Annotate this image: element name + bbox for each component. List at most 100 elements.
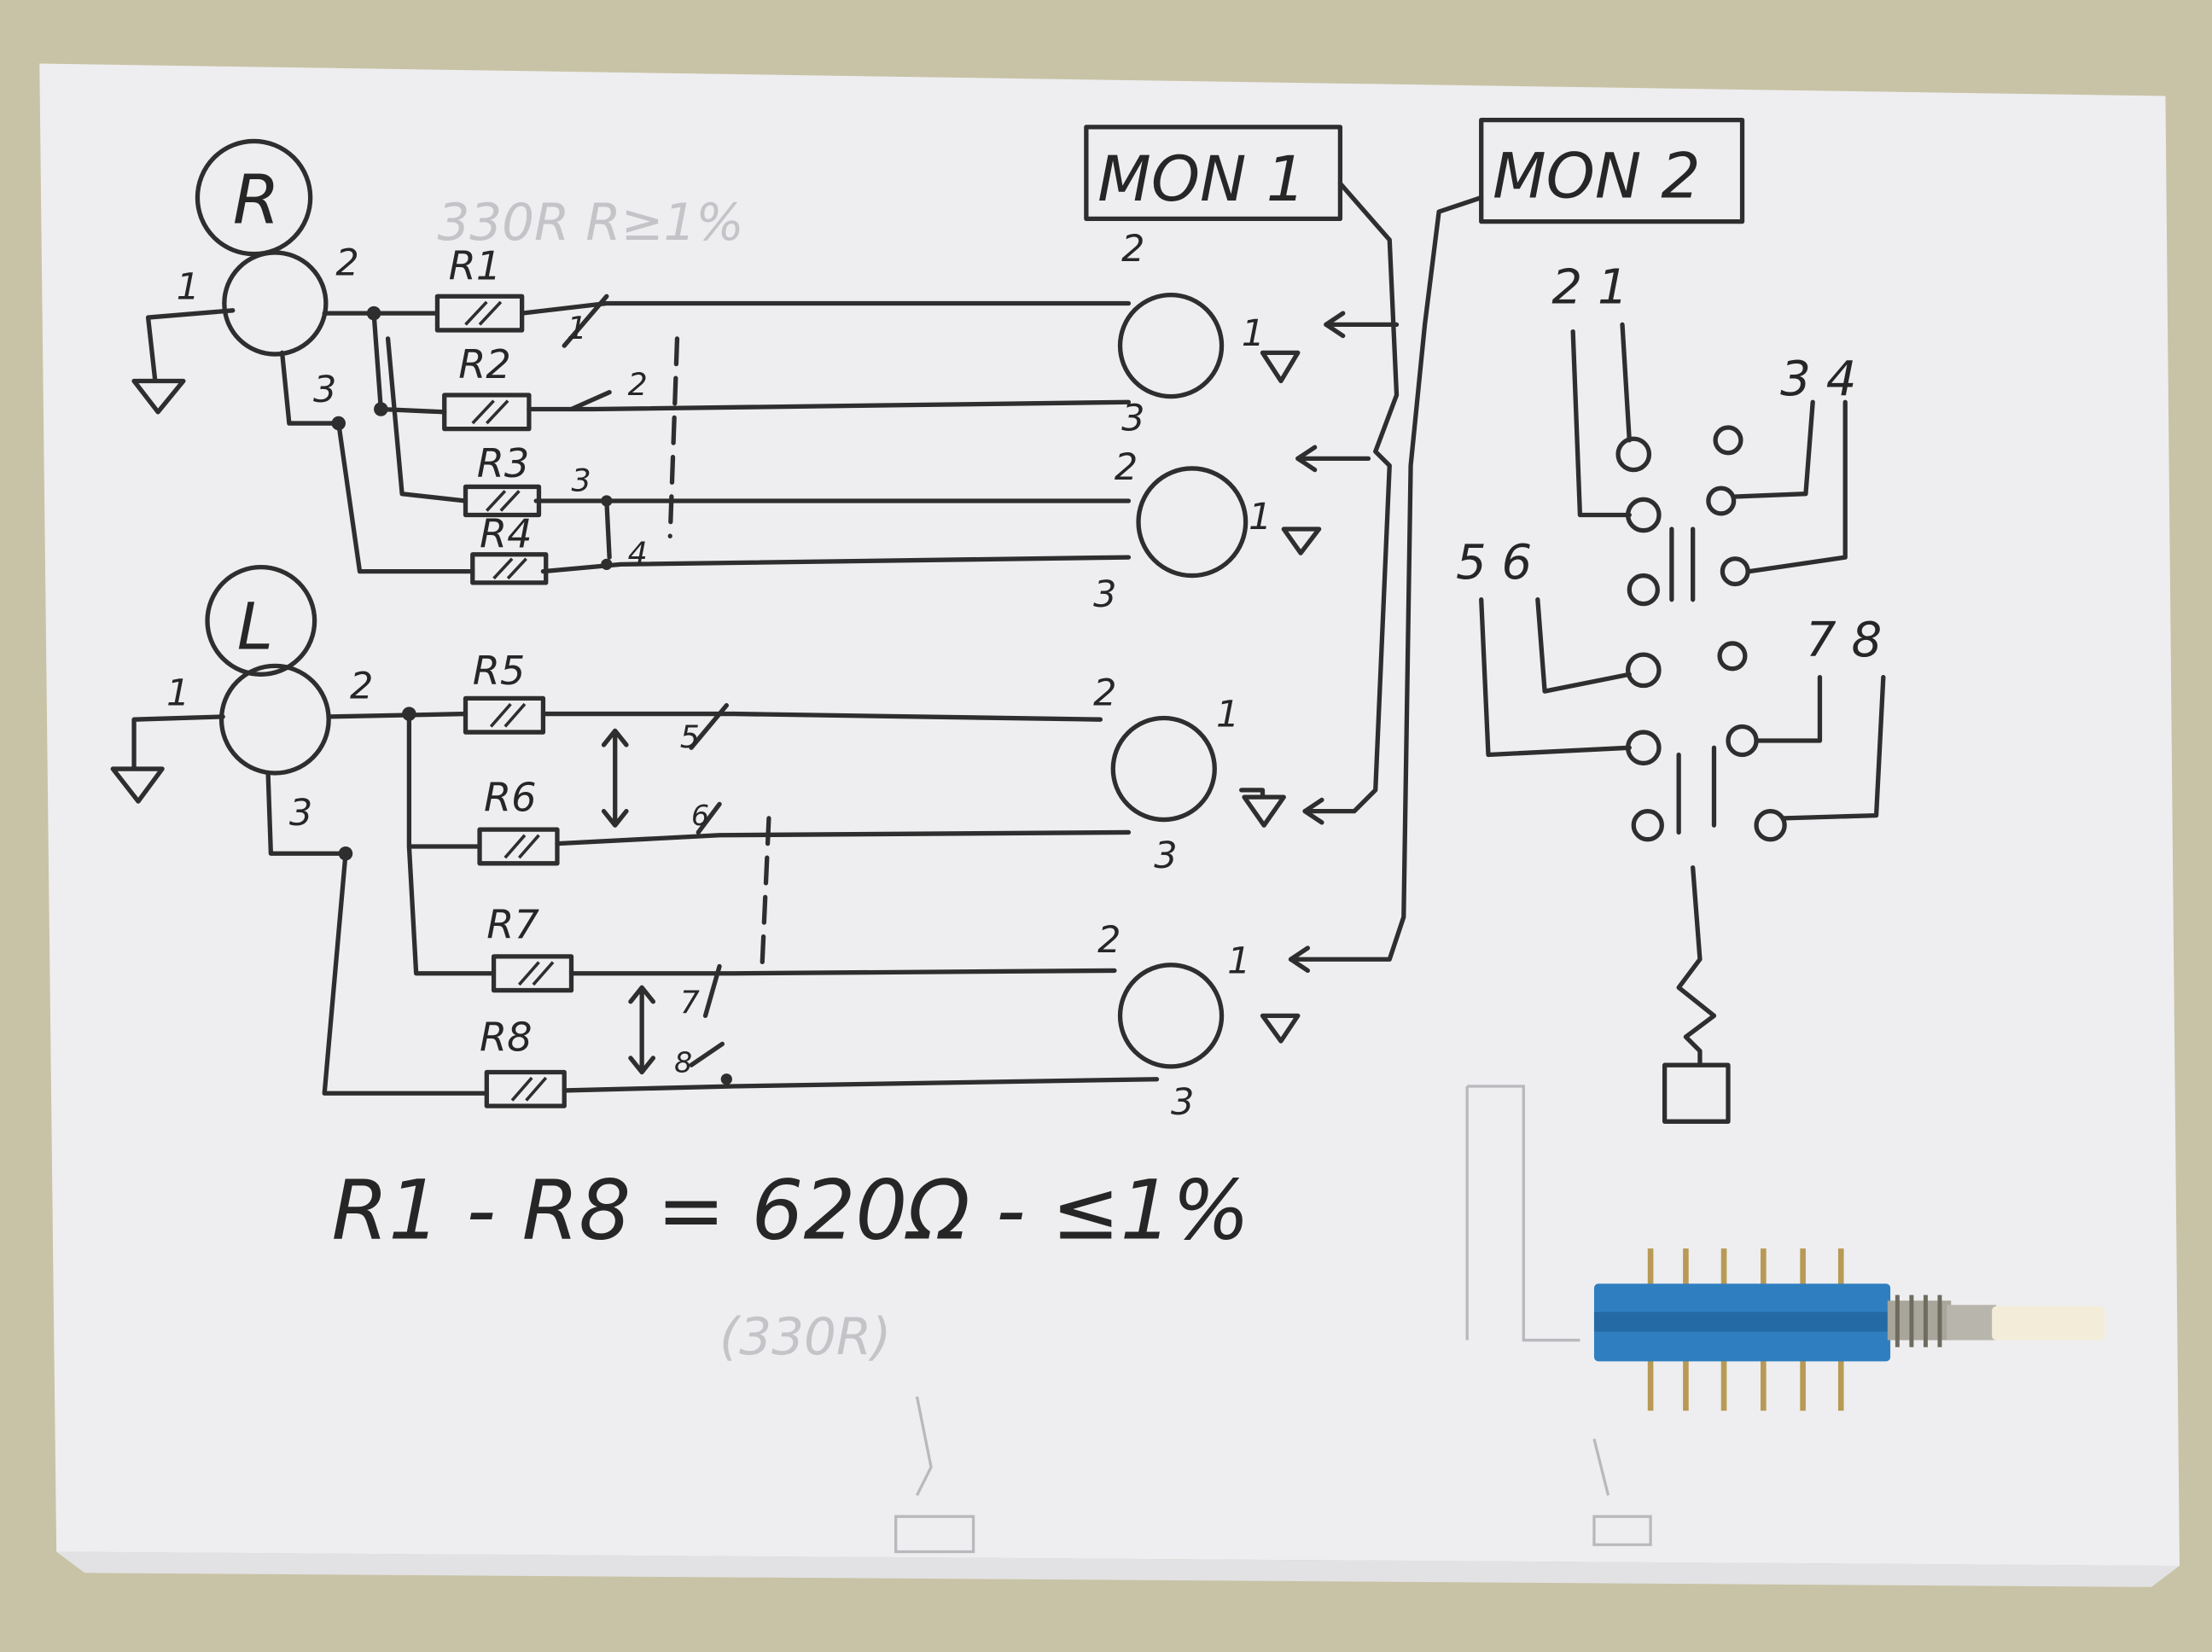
sketch-stroke (1479, 117, 1745, 224)
right-xlr-icon (222, 250, 329, 357)
sketch-stroke (1647, 1354, 1844, 1411)
label: R8 (480, 1015, 533, 1061)
ground-icon (1260, 350, 1301, 384)
label: 2 (628, 366, 648, 403)
resistor-r1: R1 (434, 242, 525, 333)
switch-pins (1647, 1248, 1844, 1411)
sketch-stroke (402, 707, 416, 721)
sketch-stroke (470, 552, 549, 585)
sketch-stroke (434, 294, 525, 333)
sketch-stroke (517, 961, 555, 986)
label: 8 (674, 1045, 692, 1079)
label: R3 (477, 440, 530, 486)
sketch-stroke (491, 954, 574, 993)
xlr-icon (1117, 963, 1225, 1069)
sketch-stroke (562, 294, 612, 560)
sketch-stroke (1669, 526, 1717, 835)
label: 2 (1097, 919, 1121, 962)
label: 7 8 (1806, 613, 1882, 668)
push-switch-component (1593, 1248, 2105, 1411)
label: R5 (473, 648, 526, 694)
sketch-stroke (510, 1076, 548, 1102)
label: R2 (458, 341, 511, 387)
switch-pinout: 2 1 3 4 5 6 7 8 (1456, 260, 1886, 1124)
sketch-stroke (519, 300, 1132, 574)
sketch-stroke (463, 695, 546, 735)
sketch-stroke (489, 702, 527, 728)
sketch-stroke (667, 336, 771, 976)
pin-label: 1 (166, 672, 189, 715)
label: 2 1 (1551, 260, 1627, 316)
label: 3 (1171, 1081, 1194, 1124)
sketch-stroke (1465, 1085, 1580, 1342)
output-xlr-4: 2 1 3 (1097, 919, 1301, 1124)
resistor-r7: R7 (486, 901, 574, 993)
resistor-value-formula: R1 - R8 = 620Ω - ≤1% (331, 1163, 1249, 1259)
sketch-stroke (492, 557, 527, 580)
sketch-stroke (442, 393, 532, 432)
sketch-stroke (601, 495, 613, 507)
arrow-icons (1288, 311, 1346, 974)
sketch-stroke (1895, 1294, 1942, 1347)
sketch-stroke (1717, 641, 1748, 672)
sketch-stroke (463, 484, 542, 518)
sketch-stroke (1479, 322, 1886, 821)
sketch-stroke (331, 416, 346, 431)
label: R7 (486, 901, 539, 947)
sketch-stroke (1754, 808, 1787, 842)
label: 3 (1154, 835, 1177, 877)
label: R6 (484, 775, 537, 821)
xlr-icon (1110, 715, 1217, 823)
sketch-stroke (374, 402, 388, 416)
label: 1 (1249, 496, 1272, 538)
resistor-r5: R5 (463, 648, 546, 735)
switch-contact-labels: 1 2 3 4 5 6 7 8 (568, 310, 710, 1079)
sketch-stroke (471, 399, 509, 425)
label: 4 (628, 535, 648, 572)
sketch-stroke (366, 305, 381, 321)
resistor-r8: R8 (480, 1015, 567, 1108)
label: MON 2 (1493, 141, 1701, 213)
right-channel-label: R (233, 160, 280, 239)
label: 6 (691, 799, 709, 832)
output-xlr-2: 2 1 3 (1093, 446, 1322, 616)
left-channel-label: L (237, 589, 273, 665)
ground-icon (1281, 526, 1322, 556)
sketch-stroke (1662, 865, 1731, 1124)
resistor-r6: R6 (477, 775, 560, 866)
sketch-stroke (1713, 425, 1743, 456)
sketch-stroke (485, 490, 521, 512)
sketch-stroke (504, 834, 540, 859)
label: 5 (680, 718, 700, 755)
sketch-stroke (1706, 486, 1737, 516)
mon2-box: MON 2 (1479, 117, 1745, 224)
label: 2 (1121, 228, 1144, 270)
pin-label: 3 (313, 369, 336, 411)
label: 3 (571, 462, 591, 498)
sketch-stroke (628, 985, 656, 1075)
label: 2 (1093, 672, 1116, 715)
sketch-stroke (338, 846, 353, 861)
wiring-left (265, 336, 1160, 1096)
sketch-stroke (601, 728, 629, 828)
sketch-stroke (477, 827, 560, 866)
resistor-r2: R2 (442, 341, 532, 432)
sketch-stroke (1647, 1248, 1844, 1291)
label: 1 (1227, 940, 1250, 983)
right-channel-circle (195, 138, 313, 257)
left-xlr-icon (218, 663, 331, 776)
left-input: L 1 2 3 (110, 565, 373, 835)
ground-icon (1239, 788, 1286, 828)
xlr-icon (1117, 292, 1225, 399)
label: 7 (680, 984, 700, 1021)
label: 2 (1115, 446, 1138, 489)
ground-icon (1260, 1013, 1301, 1044)
label: R1 (449, 242, 502, 288)
label: MON 1 (1097, 143, 1306, 216)
sketch-stroke (464, 300, 503, 326)
sketch-stroke (720, 1073, 732, 1085)
mon-bus-wiring (1288, 181, 1484, 962)
sketch-stroke (265, 711, 497, 1096)
label: 5 6 (1456, 535, 1532, 590)
